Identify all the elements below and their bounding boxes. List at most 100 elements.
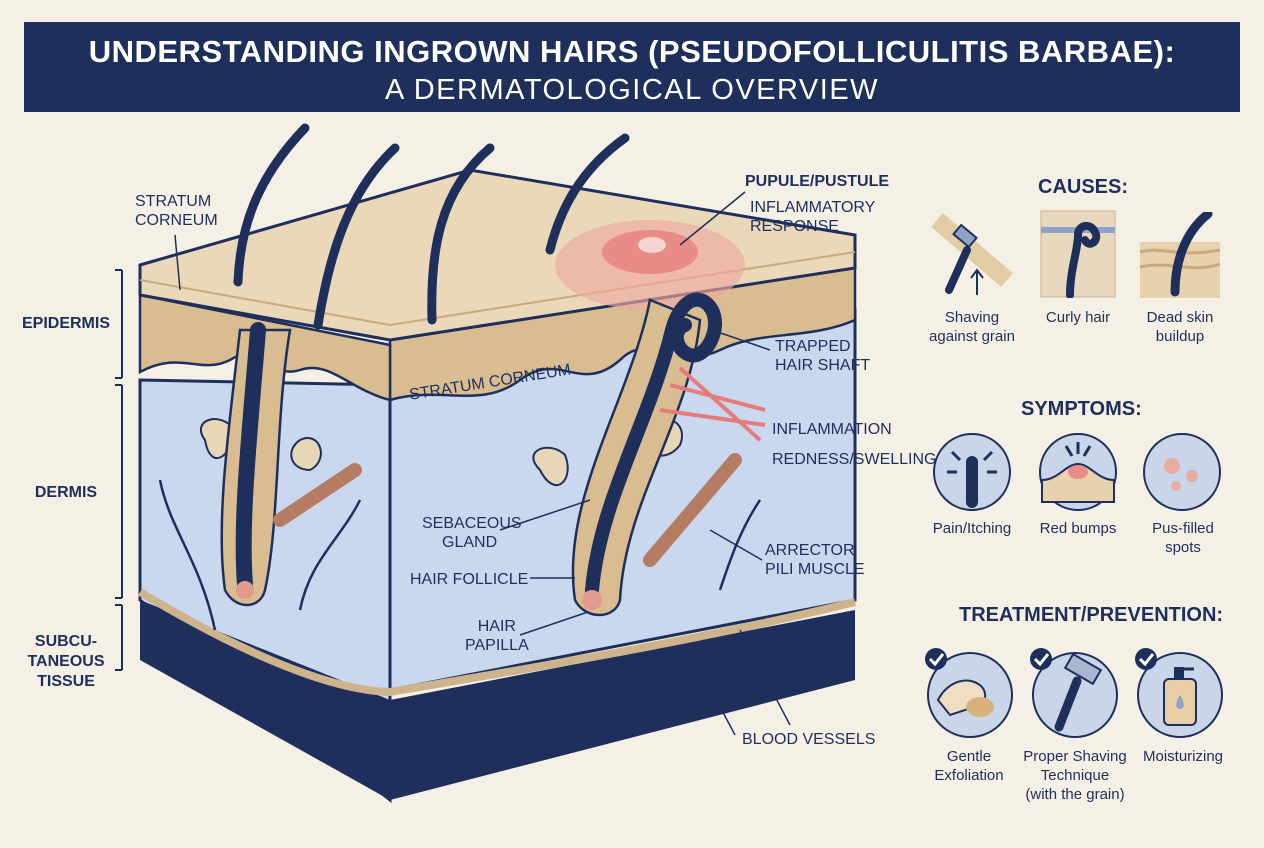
inflammation-arrow-1	[669, 383, 766, 412]
cause-1-line-1: Curly hair	[1045, 309, 1111, 326]
blood-vessel-2	[298, 499, 362, 611]
leader-blood-vessel-a	[689, 649, 736, 736]
razor-icon	[927, 210, 1017, 300]
treatment-caption-exfoliation: Gentle Exfoliation	[904, 747, 1034, 785]
trapped-hair-shaft	[585, 292, 722, 597]
trapped-line-2: HAIR SHAFT	[775, 357, 871, 374]
pus-spots-icon	[1143, 433, 1221, 511]
epidermis-label: EPIDERMIS	[21, 315, 110, 332]
inflammation-arrow-3	[678, 366, 762, 442]
curly-hair-icon	[1040, 210, 1116, 298]
exfoliation-icon	[925, 648, 1013, 738]
pustule-desc-line-2: RESPONSE	[750, 218, 839, 235]
causes-heading: CAUSES:	[1038, 176, 1129, 198]
treatment-1-line-2: Technique	[1040, 767, 1110, 784]
lotion-bottle-icon	[1135, 648, 1223, 738]
inflammation-arrow-2	[659, 408, 766, 427]
symptom-2-line-1: Pus-filled	[1152, 520, 1214, 537]
leader-blood-vessel-b	[739, 629, 791, 726]
pain-icon	[933, 433, 1011, 511]
subcutaneous-bracket	[115, 604, 123, 671]
symptom-0-line-1: Pain/Itching	[932, 520, 1012, 537]
subcutaneous-line-2: TANEOUS	[27, 653, 105, 670]
left-hair-root	[235, 322, 266, 593]
treatment-2-line-1: Moisturizing	[1142, 748, 1224, 765]
treatment-1-line-3: (with the grain)	[1025, 786, 1125, 803]
stratum-label-line-1: STRATUM	[135, 193, 212, 210]
symptom-2-line-2: spots	[1165, 539, 1201, 556]
left-hair-papilla	[236, 581, 254, 599]
sebaceous-label: SEBACEOUS GLAND	[422, 514, 522, 552]
subcutaneous-label: SUBCU- TANEOUS TISSUE	[16, 632, 116, 692]
treatment-1-line-1: Proper Shaving	[1023, 748, 1127, 765]
redness-label: REDNESS/SWELLING	[772, 451, 937, 468]
subcutaneous-line-3: TISSUE	[37, 673, 95, 690]
pustule-desc-label: INFLAMMATORY RESPONSE	[750, 198, 875, 236]
subcutaneous-front	[390, 610, 855, 800]
title-banner: UNDERSTANDING INGROWN HAIRS (PSEUDOFOLLI…	[24, 22, 1240, 112]
cause-0-line-2: against grain	[929, 328, 1015, 345]
title-line-2: A DERMATOLOGICAL OVERVIEW	[384, 74, 880, 106]
symptom-caption-pus: Pus-filled spots	[1118, 519, 1248, 557]
blood-vessels-label: BLOOD VESSELS	[742, 731, 876, 748]
title-line-1: UNDERSTANDING INGROWN HAIRS (PSEUDOFOLLI…	[88, 34, 1176, 69]
sebaceous-line-2: GLAND	[442, 534, 498, 551]
cause-caption-dead-skin: Dead skin buildup	[1115, 308, 1245, 346]
leader-sebaceous	[499, 499, 591, 531]
subcutaneous-tan-band	[137, 588, 856, 697]
center-hair-papilla	[582, 590, 602, 610]
epidermis-bracket	[115, 269, 123, 379]
arrector-line-1: ARRECTOR	[765, 542, 855, 559]
pustule-title-label: PUPULE/PUSTULE	[745, 173, 890, 190]
leader-arrector	[709, 529, 763, 561]
papilla-line-2: PAPILLA	[465, 637, 529, 654]
leader-papilla	[519, 611, 589, 636]
hair-shaft-1	[233, 123, 310, 287]
treatment-heading: TREATMENT/PREVENTION:	[959, 604, 1224, 626]
hair-shaft-2	[313, 143, 400, 330]
stratum-corneum-top-label: STRATUM CORNEUM	[135, 192, 218, 230]
leader-stratum-corneum	[174, 234, 181, 291]
leader-pustule	[679, 191, 746, 246]
treatment-0-line-1: Gentle	[946, 748, 992, 765]
cause-2-line-2: buildup	[1155, 328, 1205, 345]
cause-caption-curly: Curly hair	[1013, 308, 1143, 327]
symptoms-heading: SYMPTOMS:	[1021, 398, 1142, 420]
subcutaneous-left	[140, 600, 390, 800]
dermis-bracket	[115, 384, 123, 599]
dermis-label: DERMIS	[34, 484, 98, 501]
stratum-label-line-2: CORNEUM	[135, 212, 218, 229]
pustule-desc-line-1: INFLAMMATORY	[750, 199, 876, 216]
treatment-caption-shaving: Proper Shaving Technique (with the grain…	[1010, 747, 1140, 804]
trapped-line-1: TRAPPED	[775, 338, 851, 355]
hair-papilla-label: HAIR PAPILLA	[465, 617, 529, 655]
razor-icon	[1030, 648, 1118, 738]
subcutaneous-line-1: SUBCU-	[34, 633, 98, 650]
arrector-pili-label: ARRECTOR PILI MUSCLE	[765, 541, 865, 579]
leader-trapped-hair	[711, 329, 771, 351]
papilla-line-1: HAIR	[477, 618, 516, 635]
symptom-caption-pain: Pain/Itching	[907, 519, 1037, 538]
left-arrector-muscle	[273, 463, 362, 527]
treatment-0-line-2: Exfoliation	[934, 767, 1004, 784]
epidermis-front-band	[388, 266, 857, 402]
cause-0-line-1: Shaving	[944, 309, 1000, 326]
blood-vessel-1	[158, 479, 217, 631]
hair-shaft-4	[545, 133, 630, 255]
trapped-hair-label: TRAPPED HAIR SHAFT	[775, 337, 870, 375]
symptom-caption-red-bumps: Red bumps	[1013, 519, 1143, 538]
arrector-line-2: PILI MUSCLE	[765, 561, 865, 578]
cause-2-line-1: Dead skin	[1146, 309, 1214, 326]
red-bump-icon	[1039, 433, 1117, 511]
cause-caption-shaving: Shaving against grain	[907, 308, 1037, 346]
hair-shaft-3	[427, 143, 495, 325]
sebaceous-line-1: SEBACEOUS	[422, 515, 522, 532]
treatment-caption-moisturizing: Moisturizing	[1118, 747, 1248, 766]
inflammation-label: INFLAMMATION	[772, 421, 892, 438]
center-arrector-muscle	[643, 453, 742, 567]
symptom-1-line-1: Red bumps	[1039, 520, 1117, 537]
pustule-highlight	[638, 237, 666, 253]
dead-skin-icon	[1140, 212, 1220, 298]
hair-follicle-label: HAIR FOLLICLE	[410, 571, 529, 588]
